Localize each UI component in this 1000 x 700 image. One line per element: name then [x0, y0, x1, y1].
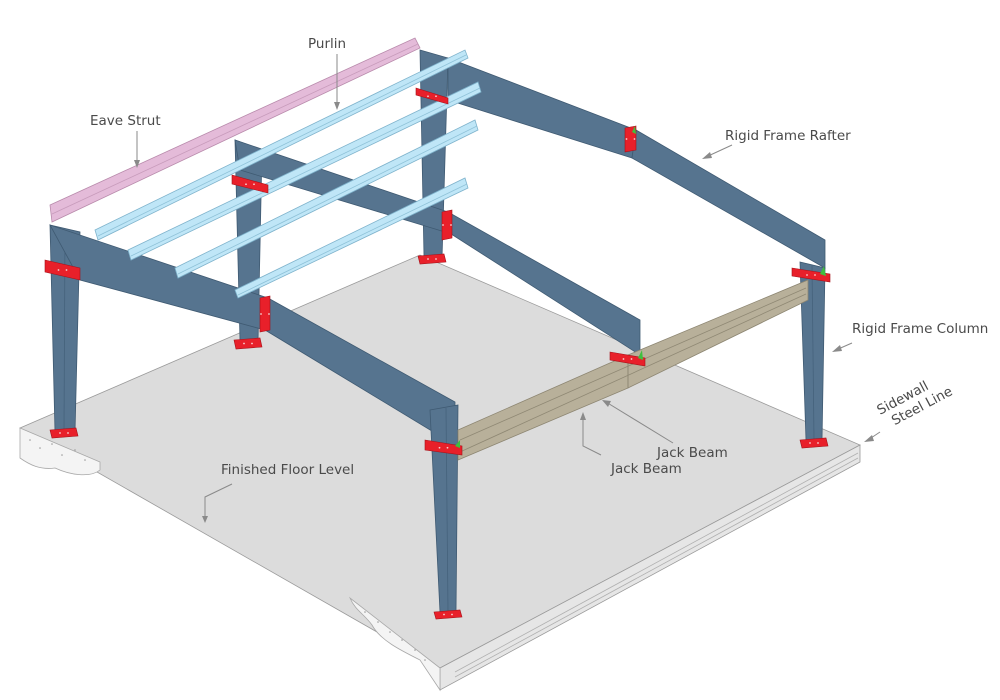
eave-strut-beam [49, 37, 421, 223]
base-plate-right-rear [799, 437, 829, 449]
bolt [59, 432, 61, 434]
base-plate-mid-left [233, 337, 263, 350]
eave-strut [49, 37, 421, 223]
label-jack-beam-lower: Jack Beam [610, 461, 682, 477]
bolt [260, 313, 262, 315]
label-rigid-frame-rafter: Rigid Frame Rafter [725, 128, 851, 144]
bolt [245, 183, 247, 186]
bolt [253, 183, 255, 186]
label-eave-strut: Eave Strut [90, 113, 161, 129]
bolt [622, 358, 625, 360]
label-purlin: Purlin [308, 36, 346, 52]
bolt [438, 446, 441, 449]
plate-mid-splice [441, 209, 453, 241]
bolt [67, 432, 69, 434]
bolt [630, 358, 633, 360]
slab-broken-edge-left [19, 427, 101, 476]
gusset-icon [455, 440, 460, 448]
bolt [625, 138, 628, 140]
bolt [435, 95, 437, 98]
bolt [814, 274, 816, 276]
bolt [243, 342, 245, 345]
bolt [443, 613, 445, 616]
jack-beam [457, 279, 809, 461]
purlins [94, 49, 482, 299]
rigid-frame-rafter-back-right [631, 129, 826, 269]
label-jack-beam-upper: Jack Beam [656, 445, 728, 461]
plate-mid-left-haunch [231, 174, 269, 194]
bolt [57, 269, 60, 271]
bolt [65, 269, 68, 271]
bolt [817, 442, 819, 444]
bolt [450, 224, 452, 226]
bolt [451, 613, 453, 616]
connection-plates [44, 87, 831, 620]
base-plate-front-left [49, 427, 79, 439]
base-plate-back [417, 253, 447, 265]
bolt [435, 258, 437, 260]
plate-mid-right-haunch [609, 351, 646, 367]
purlin-3 [174, 119, 479, 279]
plate-back-right-haunch [791, 267, 831, 283]
plate-back-haunch [415, 87, 449, 105]
bolt [442, 224, 444, 226]
purlin-2 [127, 81, 482, 261]
base-plate-front-right [433, 609, 463, 620]
bolt [633, 138, 636, 140]
plate-front-splice [259, 295, 271, 333]
bolt [251, 342, 253, 345]
bolt [268, 313, 270, 315]
label-rigid-frame-column: Rigid Frame Column [852, 321, 988, 337]
label-finished-floor-level: Finished Floor Level [221, 462, 354, 478]
bolt [809, 442, 811, 444]
bolt [806, 274, 808, 276]
slab-broken-edge-front [349, 596, 441, 692]
bolt [427, 258, 429, 260]
plate-front-left-haunch [44, 259, 81, 281]
purlin-1 [94, 49, 469, 241]
bolt [446, 446, 449, 449]
bolt [427, 95, 429, 98]
rigid-frame-rafter-back-left [447, 57, 637, 159]
plate-front-right-haunch [424, 439, 463, 456]
